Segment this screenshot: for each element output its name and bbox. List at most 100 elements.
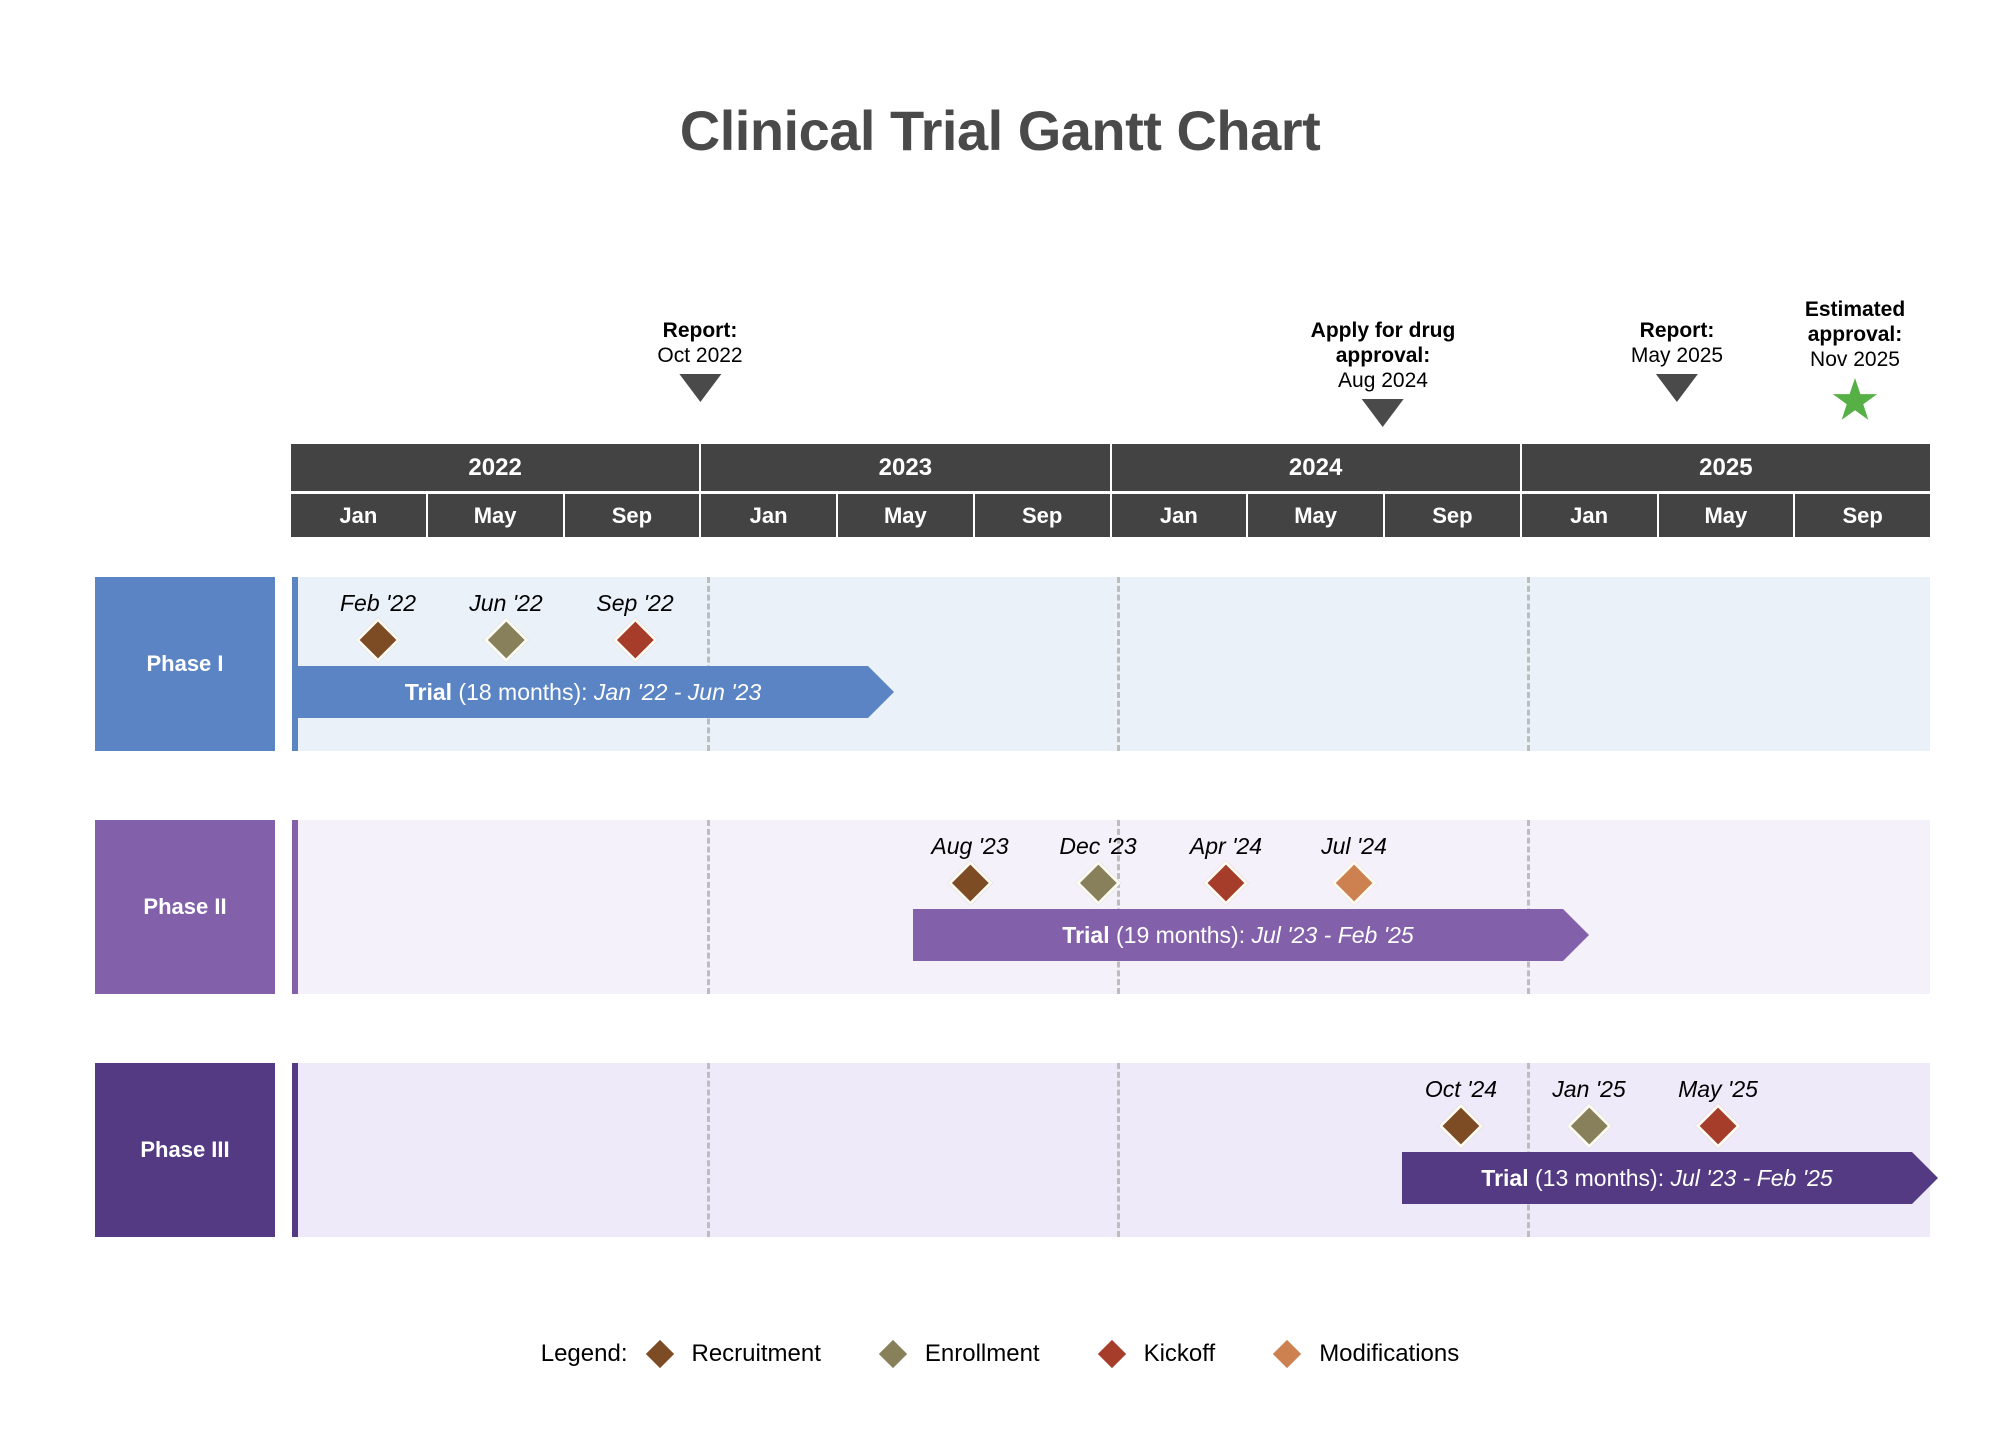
legend-item-label: Enrollment: [924, 1340, 1040, 1367]
month-cell: May: [427, 494, 565, 537]
triangle-down-icon: [1362, 399, 1404, 427]
month-cell: May: [1658, 494, 1796, 537]
task-daterange: Jul '23 - Feb '25: [1670, 1164, 1833, 1191]
month-cell: Sep: [564, 494, 702, 537]
legend-item[interactable]: Kickoff: [1097, 1339, 1216, 1369]
year-cell: 2024: [1111, 444, 1522, 491]
milestone-callout: Apply for drug approval:Aug 2024: [1310, 318, 1456, 427]
gridline: [1527, 820, 1530, 994]
phase-milestone-label: Jun '22: [469, 590, 543, 616]
task-duration: (13 months):: [1528, 1164, 1671, 1191]
task-daterange: Jul '23 - Feb '25: [1251, 921, 1414, 948]
phase-milestone[interactable]: May '25: [1678, 1076, 1758, 1149]
phase-label-1[interactable]: Phase I: [95, 577, 275, 751]
milestone-date: May 2025: [1630, 344, 1724, 367]
legend-item[interactable]: Enrollment: [878, 1339, 1040, 1369]
phase-row: Phase III Trial (13 months): Jul '23 - Fe…: [95, 1063, 1938, 1237]
legend-diamond-icon: [1097, 1339, 1126, 1369]
axis-line: [292, 1063, 298, 1237]
gridline: [1527, 1063, 1530, 1237]
diamond-icon: [612, 617, 658, 663]
month-cell: Sep: [1795, 494, 1930, 537]
milestone-date: Aug 2024: [1338, 369, 1428, 392]
phase-milestone-label: Aug '23: [931, 833, 1009, 859]
diamond-icon: [947, 860, 993, 906]
milestone-date: Oct 2022: [657, 344, 743, 367]
task-name: Trial: [404, 678, 453, 705]
phase-label-3[interactable]: Phase III: [95, 1063, 275, 1237]
task-daterange: Jan '22 - Jun '23: [593, 678, 762, 705]
phase-milestone-label: Oct '24: [1424, 1076, 1498, 1102]
bar-arrow-icon: [868, 666, 894, 718]
phase-milestone-label: Jul '24: [1321, 833, 1387, 859]
row-background: [298, 1063, 1930, 1237]
gridline: [1527, 577, 1530, 751]
phase-milestone-label: Feb '22: [340, 590, 416, 616]
phase-milestone[interactable]: Jan '25: [1552, 1076, 1626, 1149]
phase-milestone[interactable]: Dec '23: [1059, 833, 1137, 906]
month-cell: May: [1248, 494, 1385, 537]
phase-milestone[interactable]: Jul '24: [1321, 833, 1387, 906]
page-title: Clinical Trial Gantt Chart: [679, 99, 1321, 162]
gridline: [707, 577, 710, 751]
diamond-icon: [355, 617, 401, 663]
phase-label-text: Phase II: [143, 894, 227, 919]
task-bar-label: Trial (18 months): Jan '22 - Jun '23: [391, 679, 776, 706]
phase-milestone[interactable]: Apr '24: [1190, 833, 1262, 906]
year-cell: 2025: [1521, 444, 1930, 491]
gridline: [1117, 820, 1120, 994]
bar-arrow-icon: [1912, 1152, 1938, 1204]
legend-title: Legend:: [540, 1340, 628, 1367]
phase-milestone[interactable]: Oct '24: [1424, 1076, 1498, 1149]
plot-area: Phase I Trial (18 months): Jan '22 - Jun …: [95, 577, 1938, 1302]
month-cell: May: [838, 494, 975, 537]
milestone-label: Apply for drug approval:: [1310, 319, 1456, 367]
phase-row: Phase I Trial (18 months): Jan '22 - Jun …: [95, 577, 1930, 751]
year-cell: 2022: [291, 444, 702, 491]
milestone-date: Nov 2025: [1810, 348, 1900, 371]
diamond-icon: [1695, 1103, 1741, 1149]
milestone-label: Report:: [1639, 319, 1715, 342]
month-cell: Jan: [1521, 494, 1659, 537]
legend-item-label: Recruitment: [691, 1340, 821, 1367]
diamond-icon: [1331, 860, 1377, 906]
milestone-callout: Report:Oct 2022: [657, 318, 743, 402]
phase-milestone[interactable]: Jun '22: [469, 590, 543, 663]
legend-item-label: Modifications: [1319, 1340, 1460, 1367]
phase-milestone[interactable]: Aug '23: [931, 833, 1009, 906]
row-background: [298, 820, 1930, 994]
triangle-down-icon: [1655, 374, 1698, 402]
task-bar-label: Trial (13 months): Jul '23 - Feb '25: [1467, 1165, 1846, 1192]
axis-line: [292, 577, 298, 751]
phase-label-text: Phase III: [140, 1137, 230, 1162]
diamond-icon: [483, 617, 529, 663]
task-bar[interactable]: Trial (18 months): Jan '22 - Jun '23: [298, 666, 894, 718]
task-duration: (18 months):: [452, 678, 594, 705]
phase-milestone-label: Dec '23: [1059, 833, 1137, 859]
triangle-down-icon: [678, 374, 721, 402]
month-cell: Jan: [701, 494, 838, 537]
task-bar[interactable]: Trial (13 months): Jul '23 - Feb '25: [1402, 1152, 1938, 1204]
legend-diamond-icon: [878, 1339, 908, 1369]
phase-label-2[interactable]: Phase II: [95, 820, 275, 994]
phase-milestone[interactable]: Sep '22: [596, 590, 674, 663]
year-cell: 2023: [701, 444, 1112, 491]
milestone-callout: Estimated approval:Nov 2025: [1805, 297, 1905, 424]
phase-track: Trial (13 months): Jul '23 - Feb '25 Oct …: [292, 1063, 1938, 1237]
legend-item[interactable]: Modifications: [1273, 1339, 1460, 1369]
task-bar[interactable]: Trial (19 months): Jul '23 - Feb '25: [913, 909, 1589, 961]
phase-milestone[interactable]: Feb '22: [340, 590, 416, 663]
task-duration: (19 months):: [1109, 921, 1252, 948]
legend-item[interactable]: Recruitment: [645, 1339, 821, 1369]
phase-track: Trial (19 months): Jul '23 - Feb '25 Aug …: [292, 820, 1930, 994]
legend-diamond-icon: [1273, 1339, 1302, 1369]
legend-diamond-icon: [645, 1339, 674, 1369]
diamond-icon: [1566, 1103, 1612, 1149]
month-cell: Jan: [1111, 494, 1249, 537]
phase-milestone-label: Sep '22: [596, 590, 674, 616]
task-name: Trial: [1062, 921, 1110, 948]
legend-item-label: Kickoff: [1143, 1340, 1216, 1367]
